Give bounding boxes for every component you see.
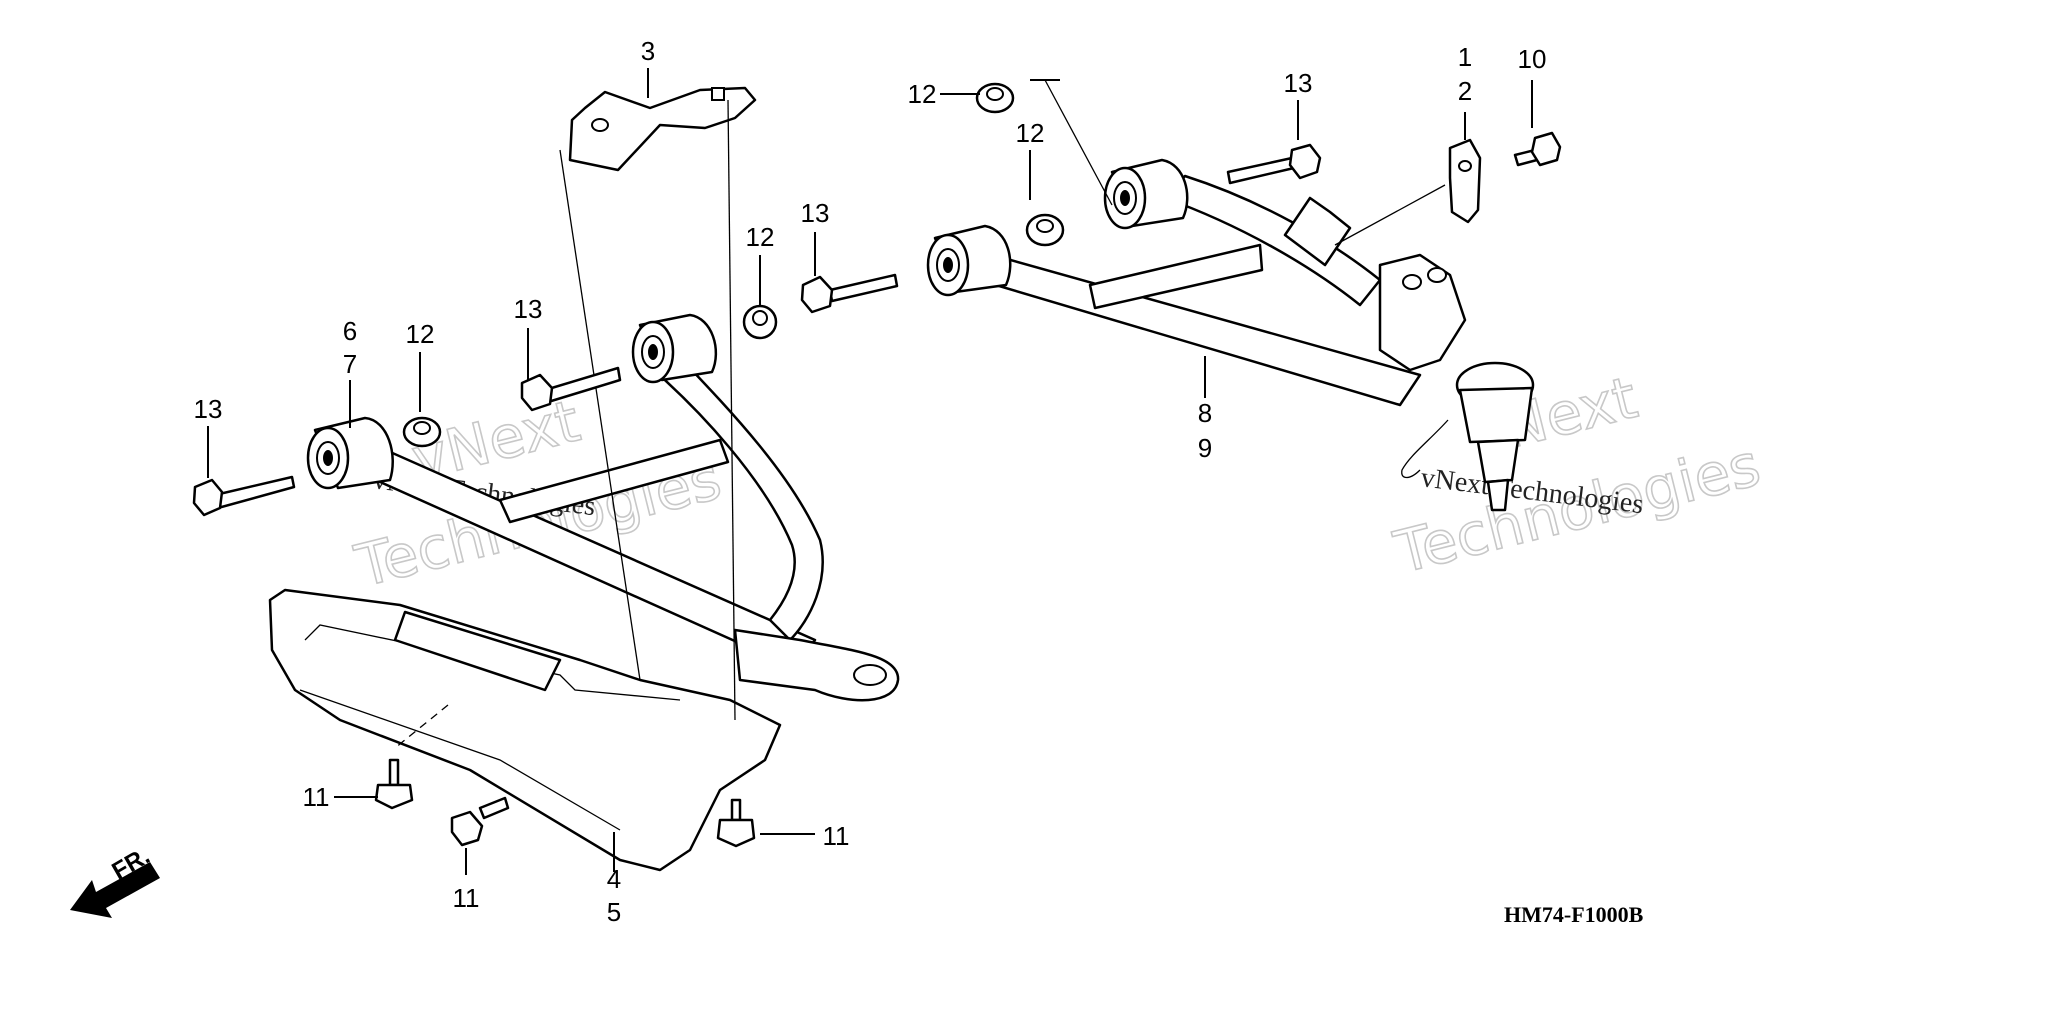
guide-line-12 [1044, 79, 1113, 206]
nut-12-left [402, 416, 442, 448]
bolt-10 [1513, 131, 1562, 167]
part-4-skid-plate [268, 588, 782, 872]
callout-labels: 3 6 7 12 13 13 13 12 12 12 13 1 2 10 8 9… [194, 36, 1547, 927]
front-arrow-icon [70, 862, 160, 918]
ball-joint [1455, 361, 1535, 512]
screw-11-left [374, 758, 414, 810]
guide-line-skid [394, 704, 449, 749]
guide-line-3b [727, 99, 736, 721]
guide-line-3a [559, 149, 641, 681]
bolt-13-right [1226, 143, 1322, 185]
callout-12-mid-right: 12 [1016, 118, 1045, 148]
skid-plate-edge [299, 689, 621, 831]
callout-13-left: 13 [194, 394, 223, 424]
screw-11-right [716, 798, 756, 848]
bolt-13-mid [800, 273, 899, 314]
bracket-nut [711, 87, 725, 101]
leader-lines [207, 68, 1533, 875]
callout-4: 4 [607, 864, 621, 894]
bushing-rear-right [1103, 158, 1189, 230]
ball-joint-boss [733, 628, 900, 702]
fasteners [192, 82, 1562, 848]
bushing-front-right [926, 224, 1012, 297]
screw-11-bottom [450, 796, 510, 847]
callout-11-right: 11 [823, 821, 850, 851]
right-knuckle [1378, 253, 1467, 372]
callout-7: 7 [343, 349, 357, 379]
diagram-code: HM74-F1000B [1504, 902, 1644, 927]
callout-13-mid-left: 13 [514, 294, 543, 324]
callout-9: 9 [1198, 433, 1212, 463]
part-1-clamp [1448, 138, 1482, 224]
right-arm-assembly [926, 79, 1535, 512]
bolt-13-left [192, 475, 296, 517]
nut-12-top [975, 82, 1015, 114]
part-3-bracket [568, 86, 757, 172]
callout-11-left: 11 [303, 782, 330, 812]
right-cross-tube [1088, 243, 1264, 310]
bracket-hole [591, 118, 609, 132]
callout-5: 5 [607, 897, 621, 927]
knuckle-hole-a [1402, 274, 1422, 290]
callout-13-mid: 13 [801, 198, 830, 228]
skid-plate-rib [393, 610, 562, 692]
front-direction-indicator: FR. [70, 842, 160, 918]
callout-6: 6 [343, 316, 357, 346]
left-arm-assembly [268, 86, 900, 872]
callout-12-top: 12 [908, 79, 937, 109]
callout-10: 10 [1518, 44, 1547, 74]
bushing-rear-left [631, 313, 718, 384]
callout-12-left: 12 [406, 319, 435, 349]
callout-1: 1 [1458, 42, 1472, 72]
callout-3: 3 [641, 36, 655, 66]
callout-11-bottom: 11 [453, 883, 480, 913]
hose-bracket [1283, 196, 1352, 267]
callout-2: 2 [1458, 76, 1472, 106]
callout-12-mid-left: 12 [746, 222, 775, 252]
clamp-hole [1458, 160, 1472, 172]
callout-13-right: 13 [1284, 68, 1313, 98]
nut-12-mid-right [1025, 213, 1065, 247]
bushing-front-left [306, 416, 394, 490]
ball-joint-hole [853, 664, 887, 686]
nut-12-mid-left [742, 304, 778, 340]
skid-plate-inner [304, 624, 681, 701]
cotter-pin [1401, 419, 1449, 479]
bolt-13-mid-left [520, 366, 622, 412]
guide-line-clamp [1334, 184, 1446, 246]
callout-8: 8 [1198, 398, 1212, 428]
knuckle-hole-b [1427, 267, 1447, 283]
cross-tube [498, 438, 730, 524]
